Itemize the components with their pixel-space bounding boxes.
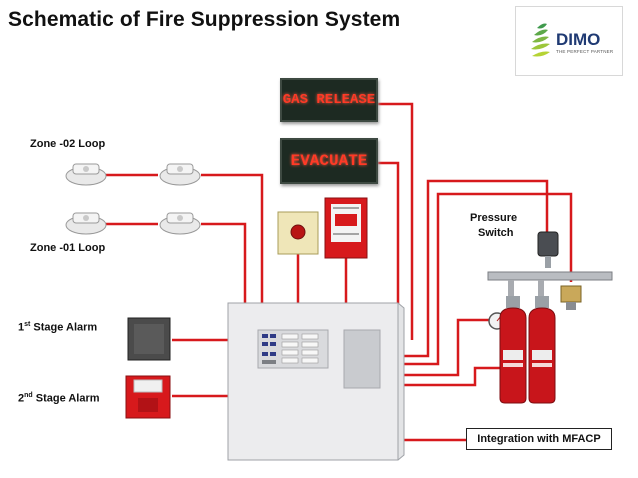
pressure-switch-label-1: Pressure bbox=[470, 212, 518, 224]
pressure-switch-icon bbox=[537, 231, 559, 268]
gas-release-text: GAS RELEASE bbox=[282, 92, 376, 108]
control-panel-icon bbox=[227, 302, 405, 461]
evacuate-sign: EVACUATE bbox=[280, 138, 378, 184]
wire-cylinder bbox=[398, 318, 490, 377]
zone-02-label: Zone -02 Loop bbox=[30, 138, 106, 150]
gas-release-sign: GAS RELEASE bbox=[280, 78, 378, 122]
wire-gas-release bbox=[376, 102, 414, 340]
dimo-leaf-logo-icon bbox=[531, 23, 550, 57]
wire-zone1-panel bbox=[201, 222, 247, 303]
stage-1-label: 1st Stage Alarm bbox=[18, 321, 98, 334]
smoke-detector-icon bbox=[159, 212, 201, 235]
logo-tagline: THE PERFECT PARTNER bbox=[556, 49, 614, 54]
integration-box: Integration with MFACP bbox=[466, 428, 612, 450]
wiring bbox=[106, 102, 573, 442]
gas-cylinder-icon bbox=[528, 296, 556, 404]
wire-evacuate bbox=[376, 161, 400, 325]
wire-solenoid bbox=[398, 192, 573, 366]
beacon-sounder-icon bbox=[125, 375, 171, 419]
solenoid-valve-icon bbox=[560, 285, 582, 310]
wire-cylinder-2 bbox=[398, 366, 500, 387]
manual-release-icon bbox=[324, 197, 368, 259]
stage-2-label: 2nd Stage Alarm bbox=[18, 392, 100, 405]
sounder-icon bbox=[127, 317, 171, 361]
logo-box bbox=[515, 6, 623, 76]
smoke-detector-icon bbox=[159, 163, 201, 186]
gas-cylinder-icon bbox=[499, 296, 527, 404]
smoke-detector-icon bbox=[65, 163, 107, 186]
smoke-detector-icon bbox=[65, 212, 107, 235]
wire-pressure-switch bbox=[398, 179, 549, 358]
pressure-switch-label-2: Switch bbox=[478, 227, 514, 239]
abort-button-icon bbox=[277, 211, 319, 255]
wire-zone2-panel bbox=[201, 173, 264, 303]
manifold-pipe-icon bbox=[487, 271, 613, 296]
page-title: Schematic of Fire Suppression System bbox=[8, 8, 401, 31]
zone-01-label: Zone -01 Loop bbox=[30, 242, 106, 254]
logo-name: DIMO bbox=[556, 30, 601, 49]
evacuate-text: EVACUATE bbox=[290, 152, 368, 170]
